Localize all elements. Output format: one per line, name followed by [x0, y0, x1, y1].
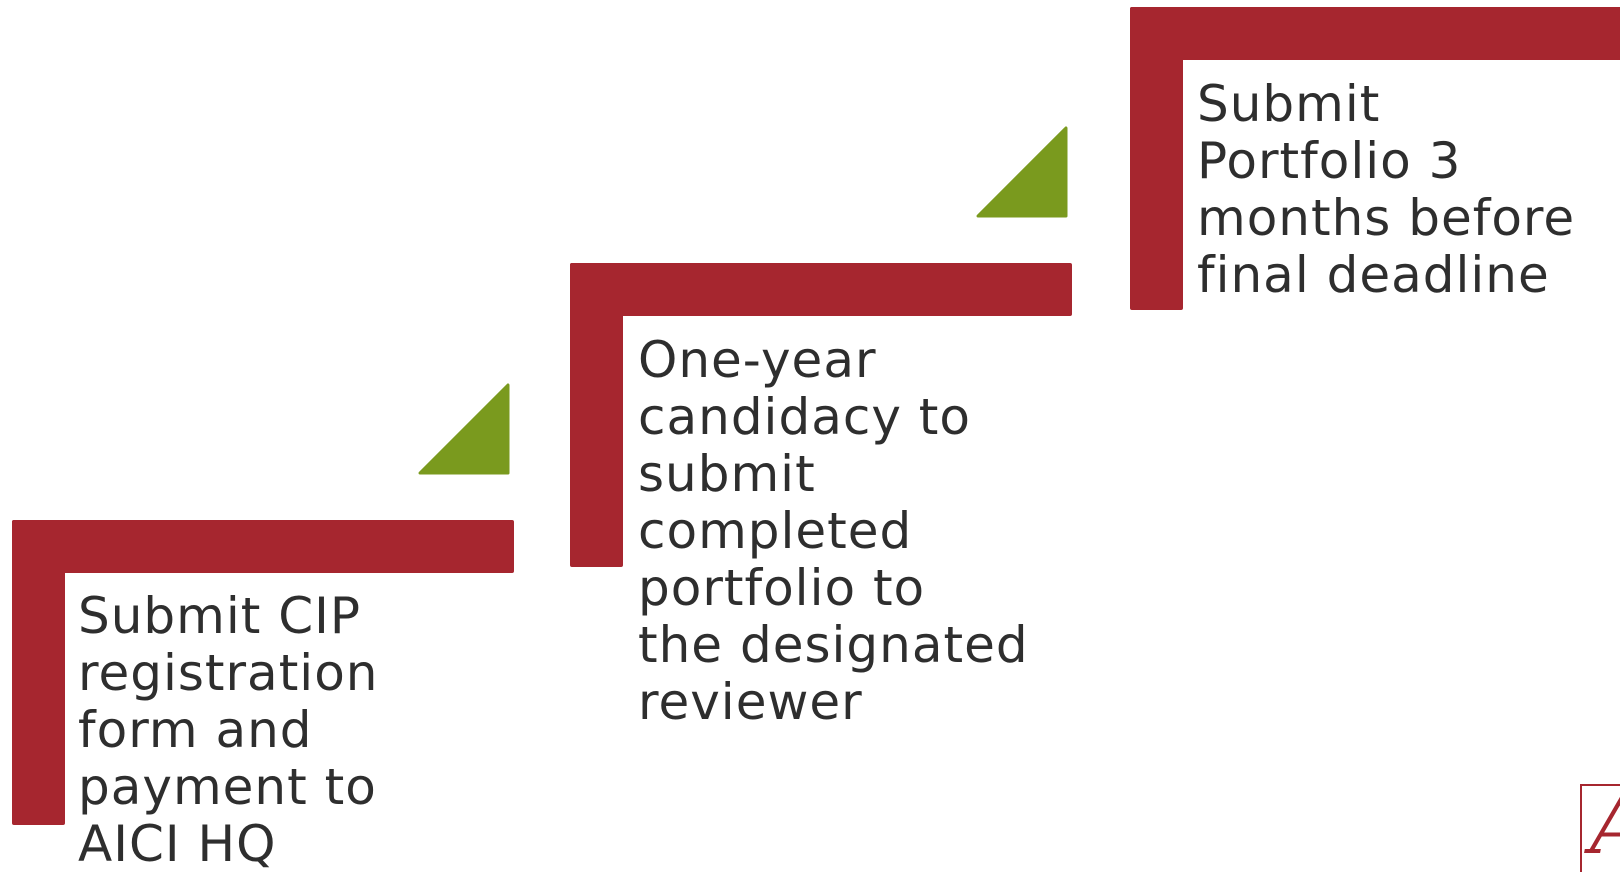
step-3-text: Submit Portfolio 3 months before final d… [1197, 75, 1576, 304]
step-2-bar-vertical [570, 263, 623, 567]
step-1-bar-horizontal [12, 520, 514, 573]
step-1-text: Submit CIP registration form and payment… [78, 587, 379, 872]
step-1-bar-vertical [12, 520, 65, 825]
step-3-bar-vertical [1130, 7, 1183, 310]
aici-logo-icon: A [1580, 784, 1620, 872]
triangle-arrow-icon [976, 126, 1068, 218]
triangle-arrow-icon [418, 383, 510, 475]
step-3-bar-horizontal [1130, 7, 1620, 60]
step-2-text: One-year candidacy to submit completed p… [638, 331, 1029, 731]
step-2-bar-horizontal [570, 263, 1072, 316]
logo-letter: A [1590, 786, 1620, 872]
